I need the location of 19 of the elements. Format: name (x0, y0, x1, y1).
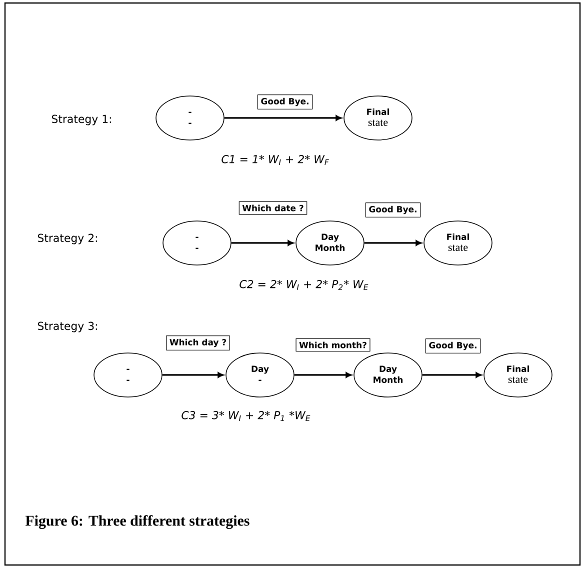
strategy-label: Strategy 1: (52, 114, 112, 126)
edge-label: Good Bye. (257, 94, 313, 110)
strategy-label: Strategy 2: (38, 234, 98, 244)
arrow (224, 115, 342, 121)
edge-label: Which date ? (238, 201, 308, 215)
arrow (162, 372, 224, 378)
formula: C3 = 3* W$_{I}$ + 2* P$_{1}$ *W$_{E}$ (182, 411, 310, 421)
arrow (231, 240, 294, 246)
arrow (422, 372, 482, 378)
arrow (364, 240, 422, 246)
edge-label: Good Bye. (365, 202, 421, 218)
strategy-label: Strategy 3: (38, 322, 98, 332)
edge-label: Which day ? (166, 336, 230, 350)
edge-label: Good Bye. (425, 338, 481, 354)
caption: Figure 6: Three different strategies (25, 515, 250, 529)
arrow (294, 372, 352, 378)
formula: C2 = 2* W$_{I}$ + 2* P$_{2}$* W$_{E}$ (240, 280, 368, 290)
formula: C1 = 1* W$_{I}$ + 2* W$_{F}$ (222, 155, 329, 165)
edge-label: Which month? (296, 338, 370, 352)
